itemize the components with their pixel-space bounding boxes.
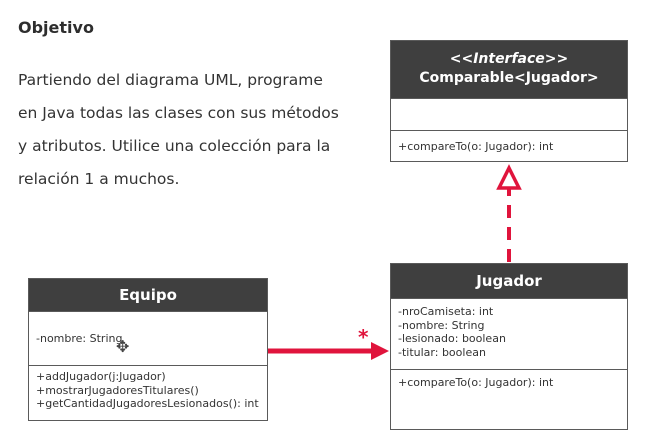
class-attributes: -nombre: String [29, 311, 267, 365]
attribute-item: -titular: boolean [398, 345, 486, 359]
method-item: +mostrarJugadoresTitulares() [36, 383, 199, 397]
class-comparable: <<Interface>> Comparable<Jugador> +compa… [390, 40, 628, 162]
page-title: Objetivo [18, 18, 94, 37]
class-equipo: Equipo -nombre: String +addJugador(j:Jug… [28, 278, 268, 421]
class-name: Comparable<Jugador> [419, 70, 599, 86]
class-methods: +compareTo(o: Jugador): int [391, 130, 627, 161]
method-item: +getCantidadJugadoresLesionados(): int [36, 397, 259, 410]
method-item: +addJugador(j:Jugador) [36, 370, 166, 383]
class-header: Jugador [391, 264, 627, 298]
move-cursor-icon: ✥ [116, 337, 130, 356]
method-item: +compareTo(o: Jugador): int [398, 140, 554, 153]
instructions-paragraph: Partiendo del diagrama UML, programe en … [18, 64, 348, 196]
class-header: Equipo [29, 279, 267, 311]
class-attributes [391, 98, 627, 130]
method-item: +compareTo(o: Jugador): int [398, 376, 554, 389]
paragraph-line: relación 1 a muchos. [18, 170, 180, 188]
attribute-item: -lesionado: boolean [398, 332, 506, 345]
attribute-item: -nombre: String [398, 318, 485, 332]
attribute-item: -nombre: String [36, 331, 123, 345]
realization-arrowhead [496, 164, 522, 190]
class-header: <<Interface>> Comparable<Jugador> [391, 41, 627, 98]
class-methods: +addJugador(j:Jugador) +mostrarJugadores… [29, 365, 267, 420]
class-attributes: -nroCamiseta: int -nombre: String -lesio… [391, 298, 627, 369]
class-jugador: Jugador -nroCamiseta: int -nombre: Strin… [390, 263, 628, 430]
paragraph-line: y atributos. Utilice una colección para … [18, 137, 331, 155]
class-methods: +compareTo(o: Jugador): int [391, 369, 627, 429]
class-stereotype: <<Interface>> [449, 51, 569, 67]
paragraph-line: en Java todas las clases con sus métodos [18, 104, 339, 122]
association-arrowhead [371, 342, 389, 360]
paragraph-line: Partiendo del diagrama UML, programe [18, 71, 323, 89]
attribute-item: -nroCamiseta: int [398, 305, 494, 318]
association-multiplicity: * [358, 325, 369, 349]
